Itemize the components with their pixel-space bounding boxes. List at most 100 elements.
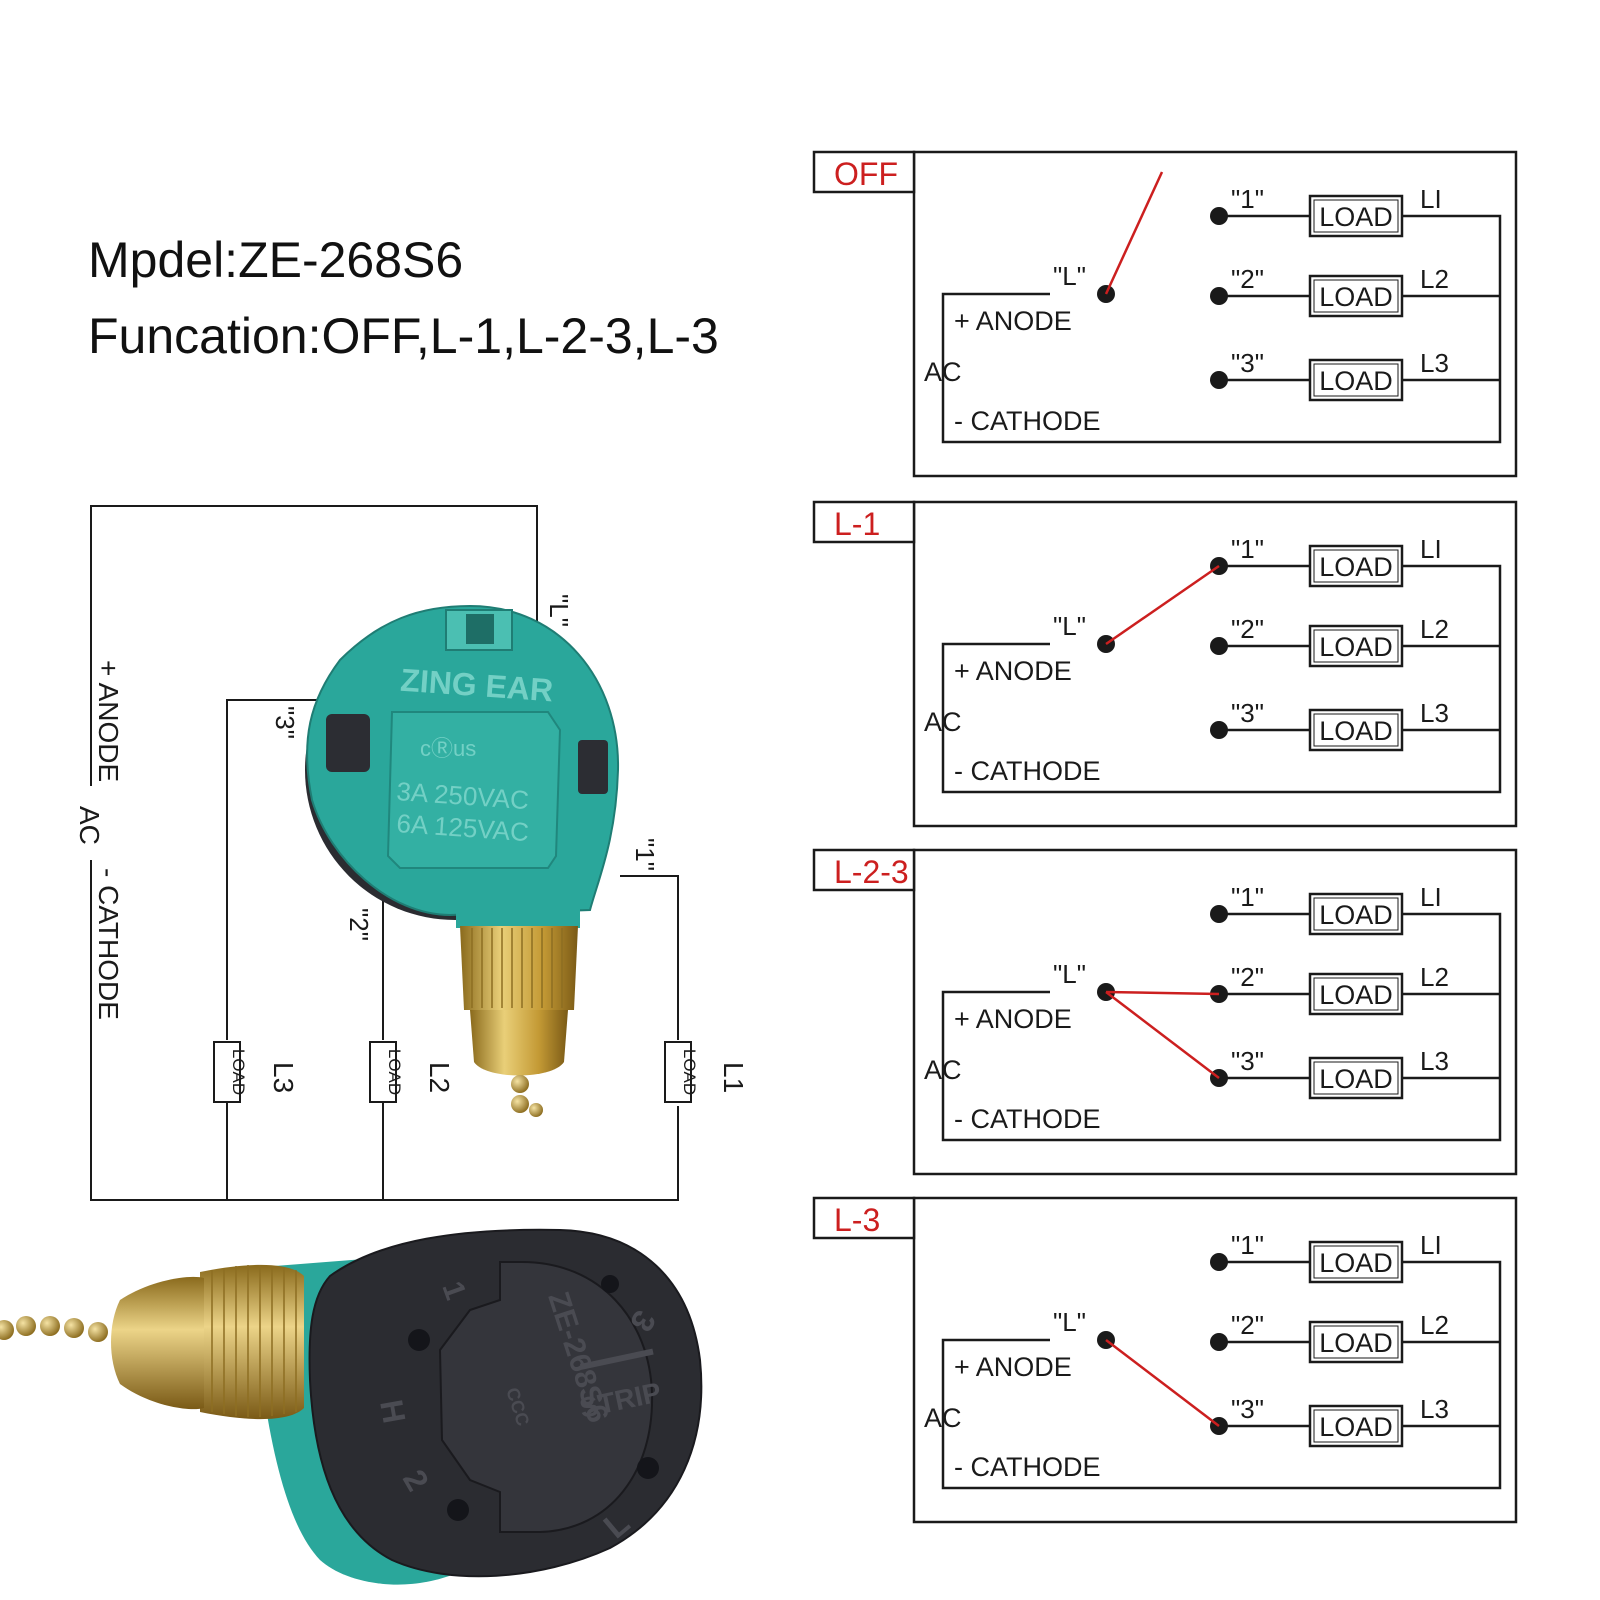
base-hole	[601, 1275, 619, 1293]
load-box-inner	[1313, 1245, 1399, 1279]
load-label: LOAD	[1319, 282, 1393, 312]
load-box-inner	[1313, 1061, 1399, 1095]
closed-switch-blade-3	[1105, 1339, 1220, 1427]
anode-label: + ANODE	[954, 306, 1072, 336]
state-tag-label: L-3	[834, 1202, 880, 1238]
ac-rail-wire	[941, 1260, 1502, 1490]
line-l2-label: L2	[424, 1062, 455, 1093]
load-box	[1308, 274, 1404, 318]
label-panel	[386, 711, 562, 869]
cathode-label: - CATHODE	[954, 406, 1101, 436]
ac-rail-wire	[941, 564, 1502, 794]
cathode-label: - CATHODE	[93, 868, 124, 1020]
line-label-1: LI	[1420, 534, 1442, 564]
switch-photo-bottom: ZE-268S6 STRIP CCC 1 H 2 3 L	[0, 1228, 703, 1585]
line-label-3: L3	[1420, 1046, 1449, 1076]
panel-frame	[912, 1196, 1518, 1524]
left-loads: LOAD LOAD LOAD	[213, 1041, 699, 1103]
ac-label: AC	[924, 1055, 962, 1085]
anode-label: + ANODE	[93, 660, 124, 782]
left-labels: + ANODE AC - CATHODE "L" "3" "2" "1" L3 …	[74, 594, 749, 1093]
load-label: LOAD	[1319, 366, 1393, 396]
pull-chain-bottom	[0, 1316, 108, 1342]
base-hole	[447, 1499, 469, 1521]
load-label: LOAD	[1319, 716, 1393, 746]
left-wiring-diagram	[90, 505, 679, 1201]
ac-label: AC	[924, 357, 962, 387]
load-box-l3	[213, 1041, 241, 1103]
line-label-3: L3	[1420, 1394, 1449, 1424]
panel-frame	[912, 150, 1518, 478]
anode-label: + ANODE	[954, 656, 1072, 686]
load-label: LOAD	[1319, 1328, 1393, 1358]
bottom-brass-knurl	[200, 1264, 304, 1420]
line-label-2: L2	[1420, 1310, 1449, 1340]
load-box	[1308, 194, 1404, 238]
terminal-2-label: "2"	[1231, 962, 1264, 992]
line-label-2: L2	[1420, 962, 1449, 992]
load-box	[1308, 1404, 1404, 1448]
load-box	[1308, 1320, 1404, 1364]
ac-label: AC	[74, 806, 105, 845]
ac-label: AC	[924, 707, 962, 737]
state-tag-box	[812, 848, 916, 892]
terminal-2-label: "2"	[344, 908, 374, 941]
load-box-inner	[1313, 363, 1399, 397]
brass-knurl	[460, 926, 578, 1010]
terminal-3-label: "3"	[1231, 698, 1264, 728]
cathode-label: - CATHODE	[954, 1104, 1101, 1134]
common-terminal-label: "L"	[1053, 611, 1086, 641]
state-tag-label: OFF	[834, 156, 898, 192]
anode-label: + ANODE	[954, 1004, 1072, 1034]
state-tag-box	[812, 1196, 916, 1240]
load-box-l2	[369, 1041, 397, 1103]
load-label-l2: LOAD	[385, 1049, 404, 1095]
function-title: Funcation:OFF,L-1,L-2-3,L-3	[88, 308, 719, 364]
terminal-2-label: "2"	[1231, 264, 1264, 294]
model-title: Mpdel:ZE-268S6	[88, 232, 464, 288]
state-tag-label: L-1	[834, 506, 880, 542]
load-box-inner	[1313, 977, 1399, 1011]
terminal-1-label: "1"	[630, 838, 660, 871]
load-box	[1308, 972, 1404, 1016]
closed-switch-blade-2	[1105, 990, 1220, 996]
load-box-inner	[1313, 199, 1399, 233]
line-label-3: L3	[1420, 348, 1449, 378]
terminal-3-label: "3"	[1231, 348, 1264, 378]
line-label-2: L2	[1420, 614, 1449, 644]
load-box	[1308, 1056, 1404, 1100]
base-hole	[408, 1329, 430, 1351]
load-label: LOAD	[1319, 1412, 1393, 1442]
panel-frame	[912, 500, 1518, 828]
line-label-1: LI	[1420, 1230, 1442, 1260]
load-label: LOAD	[1319, 900, 1393, 930]
load-label-l3: LOAD	[229, 1049, 248, 1095]
bottom-hub	[438, 1261, 654, 1533]
terminal-l-label: "L"	[544, 594, 574, 627]
load-label: LOAD	[1319, 552, 1393, 582]
state-tag-label: L-2-3	[834, 854, 909, 890]
load-box	[1308, 1240, 1404, 1284]
ac-rail-wire	[941, 912, 1502, 1142]
load-label: LOAD	[1319, 632, 1393, 662]
header: Mpdel:ZE-268S6 Funcation:OFF,L-1,L-2-3,L…	[88, 222, 719, 374]
terminal-3-label: "3"	[1231, 1046, 1264, 1076]
line-l1-label: L1	[718, 1062, 749, 1093]
terminal-2-label: "2"	[1231, 614, 1264, 644]
wire-anode-to-l	[90, 505, 538, 786]
terminal-1-label: "1"	[1231, 534, 1264, 564]
load-box-inner	[1313, 1409, 1399, 1443]
line-l3-label: L3	[268, 1062, 299, 1093]
wire-cathode-return	[90, 860, 679, 1201]
common-terminal-label: "L"	[1053, 1307, 1086, 1337]
terminal-1-label: "1"	[1231, 184, 1264, 214]
load-box-inner	[1313, 713, 1399, 747]
state-tag-box	[812, 150, 916, 194]
cert-text: cⓇus	[420, 736, 476, 761]
wire-3-branch	[226, 699, 330, 1040]
common-terminal-label: "L"	[1053, 959, 1086, 989]
load-box-inner	[1313, 897, 1399, 931]
